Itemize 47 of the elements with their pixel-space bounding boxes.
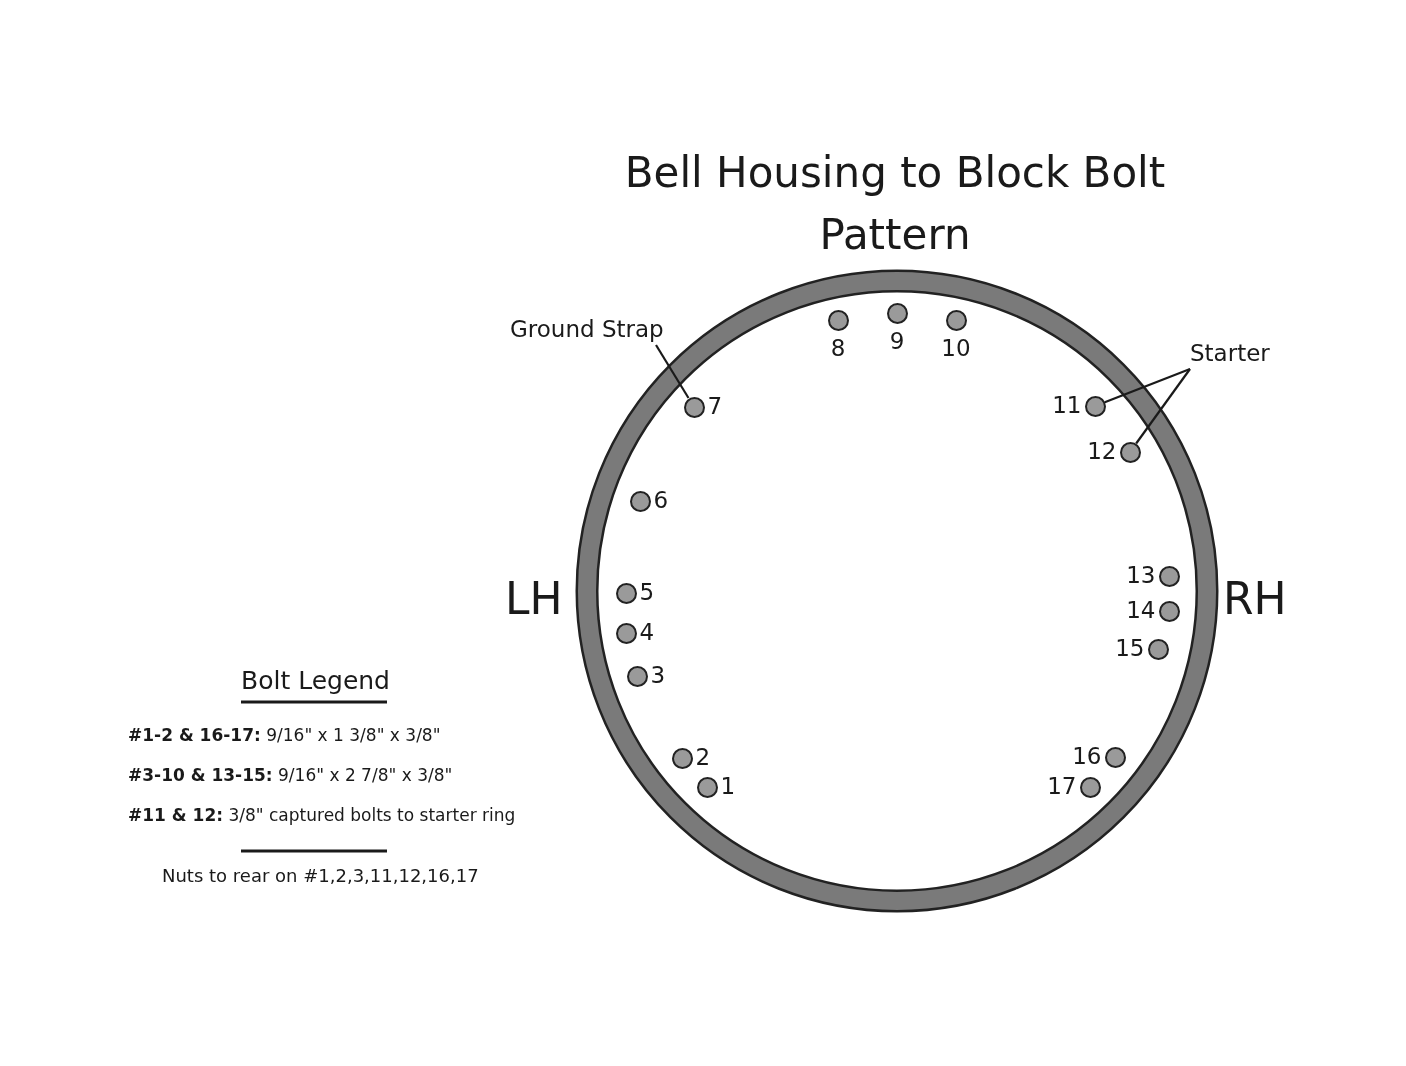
- bolt-number: 8: [829, 334, 847, 361]
- bolt-number: 4: [639, 619, 655, 645]
- bolt-number: 16: [1072, 743, 1102, 769]
- bolt-hole: [615, 582, 637, 604]
- bolt-number: 14: [1126, 597, 1156, 623]
- bolt-hole: [1119, 441, 1141, 463]
- legend-entry: #3-10 & 13-15: 9/16" x 2 7/8" x 3/8": [128, 764, 453, 787]
- callout-label: Starter: [1190, 337, 1270, 369]
- bolt-hole: [1079, 776, 1101, 798]
- bolt-number: 1: [720, 773, 736, 799]
- bolt-number: 15: [1115, 635, 1145, 661]
- bolt-number: 11: [1052, 392, 1082, 418]
- bolt-hole: [671, 747, 693, 769]
- bolt-hole: [626, 665, 648, 687]
- side-label: LH: [505, 572, 563, 626]
- side-label: RH: [1223, 572, 1287, 626]
- bolt-number: 12: [1087, 438, 1117, 464]
- bolt-number: 17: [1047, 773, 1077, 799]
- callout-label: Ground Strap: [510, 313, 664, 345]
- bolt-number: 9: [888, 327, 906, 354]
- bolt-hole: [1084, 395, 1106, 417]
- bolt-hole: [696, 776, 718, 798]
- bolt-number: 2: [695, 744, 711, 770]
- bolt-hole: [886, 302, 908, 324]
- legend-entry: #11 & 12: 3/8" captured bolts to starter ring: [128, 804, 516, 827]
- leader-line: [1104, 367, 1191, 404]
- bolt-number: 7: [707, 393, 723, 419]
- bolt-hole: [683, 396, 705, 418]
- legend-entry: #1-2 & 16-17: 9/16" x 1 3/8" x 3/8": [128, 724, 441, 747]
- bolt-number: 6: [653, 487, 669, 513]
- bolt-hole: [615, 622, 637, 644]
- leader-line: [1135, 368, 1191, 445]
- bolt-hole: [1147, 638, 1169, 660]
- bolt-hole: [1158, 600, 1180, 622]
- bolt-hole: [1104, 746, 1126, 768]
- legend-heading: Bolt Legend: [241, 665, 390, 697]
- diagram-title: Bell Housing to Block Bolt Pattern: [623, 147, 1167, 261]
- bolt-number: 3: [650, 662, 666, 688]
- leader-line: [655, 344, 690, 399]
- bolt-number: 10: [940, 334, 972, 361]
- bolt-hole: [629, 490, 651, 512]
- bolt-hole: [1158, 565, 1180, 587]
- bolt-hole: [827, 309, 849, 331]
- bolt-number: 13: [1126, 562, 1156, 588]
- legend-note: Nuts to rear on #1,2,3,11,12,16,17: [162, 864, 479, 888]
- bolt-number: 5: [639, 579, 655, 605]
- bolt-hole: [945, 309, 967, 331]
